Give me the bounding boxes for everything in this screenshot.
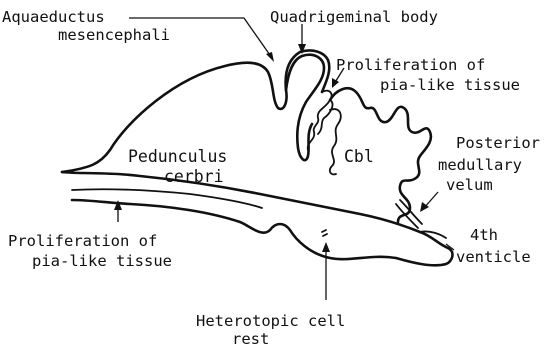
heterotopic-label-2: rest	[232, 330, 269, 348]
velum-label-2: medullary	[438, 156, 522, 174]
ventricle-label-1: 4th	[470, 226, 498, 244]
pedunculus-label-2: cerbri	[164, 167, 224, 186]
aquaeductus-label-1: Aquaeductus	[2, 8, 105, 26]
velum-label-3: velum	[446, 176, 493, 194]
aquaeductus-label-2: mesencephali	[58, 26, 170, 44]
pedunculus-line	[72, 189, 262, 208]
quadrigeminal-label: Quadrigeminal body	[270, 8, 438, 26]
cbl-label: Cbl	[344, 147, 374, 166]
prolif-lower-label-2: pia-like tissue	[32, 252, 172, 270]
cerebellum-folds	[330, 109, 341, 174]
pedunculus-label-1: Pedunculus	[128, 147, 227, 166]
prolif-upper-label-2: pia-like tissue	[380, 76, 520, 94]
upper-proliferation	[308, 91, 332, 150]
aquaeductus-arrow	[266, 52, 274, 62]
ventricle-label-2: venticle	[456, 248, 531, 266]
prolif-upper-arrow	[332, 78, 339, 88]
prolif-lower-label-1: Proliferation of	[8, 232, 157, 250]
prolif-lower-arrow	[114, 200, 122, 210]
prolif-upper-label-1: Proliferation of	[336, 56, 485, 74]
heterotopic-label-1: Heterotopic cell	[196, 312, 345, 330]
velum-label-1: Posterior	[456, 134, 540, 152]
quadrigeminal-lobe	[286, 55, 324, 160]
heterotopic-mark	[322, 230, 327, 236]
heterotopic-arrow	[322, 242, 330, 252]
